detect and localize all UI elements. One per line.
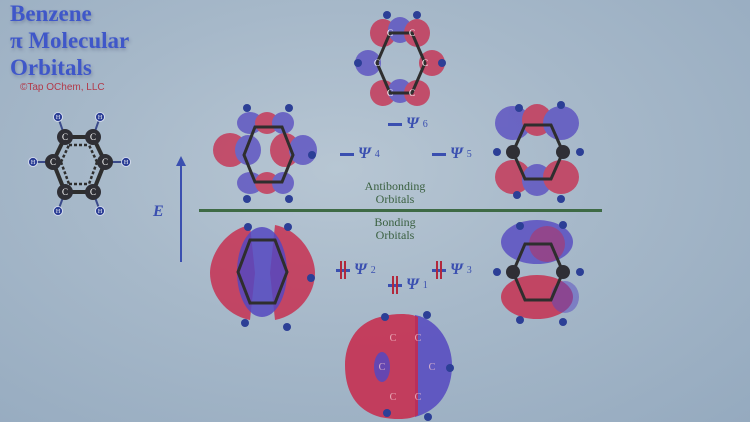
- svg-text:C: C: [379, 362, 386, 373]
- svg-text:H: H: [56, 209, 61, 215]
- copyright-notice: ©Tap OChem, LLC: [20, 82, 105, 93]
- electron-pair-icon: [336, 261, 350, 279]
- svg-text:C: C: [422, 58, 428, 68]
- svg-text:C: C: [90, 187, 96, 197]
- svg-text:C: C: [429, 362, 436, 373]
- svg-text:C: C: [415, 392, 422, 403]
- svg-text:C: C: [387, 88, 393, 98]
- bonding-label: Bonding Orbitals: [374, 215, 416, 242]
- svg-text:C: C: [409, 88, 415, 98]
- svg-text:C: C: [390, 392, 397, 403]
- antibonding-label: Antibonding Orbitals: [364, 179, 426, 206]
- energy-label: E: [153, 203, 164, 220]
- svg-text:C: C: [387, 28, 393, 38]
- svg-text:C: C: [374, 58, 380, 68]
- empty-level-bar: [388, 122, 402, 126]
- svg-text:H: H: [98, 115, 103, 121]
- electron-pair-icon: [432, 261, 446, 279]
- svg-text:C: C: [415, 333, 422, 344]
- svg-text:C: C: [62, 187, 68, 197]
- diagram-title: Benzene π Molecular Orbitals: [10, 0, 129, 81]
- electron-pair-icon: [388, 276, 402, 294]
- svg-text:C: C: [102, 157, 108, 167]
- title-line-2: π Molecular: [10, 28, 130, 53]
- orbital-psi-6: C C C C C C: [354, 11, 446, 106]
- orbital-psi-3: [493, 220, 584, 326]
- orbital-psi-2: [210, 223, 315, 331]
- svg-text:C: C: [409, 28, 415, 38]
- title-line-3: Orbitals: [10, 55, 92, 80]
- svg-text:H: H: [56, 115, 61, 121]
- svg-text:H: H: [124, 160, 129, 166]
- svg-text:C: C: [390, 333, 397, 344]
- energy-arrow: [176, 156, 186, 262]
- orbital-psi-1: C C C C C C: [345, 311, 454, 421]
- benzene-structure: C C C C C C H H H H H H: [28, 112, 131, 216]
- svg-text:C: C: [50, 157, 56, 167]
- bonding-antibonding-divider: [199, 209, 602, 212]
- svg-text:C: C: [90, 132, 96, 142]
- orbital-psi-5: [493, 101, 584, 203]
- svg-text:H: H: [31, 160, 36, 166]
- svg-text:H: H: [98, 209, 103, 215]
- empty-level-bar: [340, 152, 354, 156]
- title-line-1: Benzene: [10, 1, 92, 26]
- svg-text:C: C: [62, 132, 68, 142]
- empty-level-bar: [432, 152, 446, 156]
- orbital-psi-4: [213, 104, 317, 203]
